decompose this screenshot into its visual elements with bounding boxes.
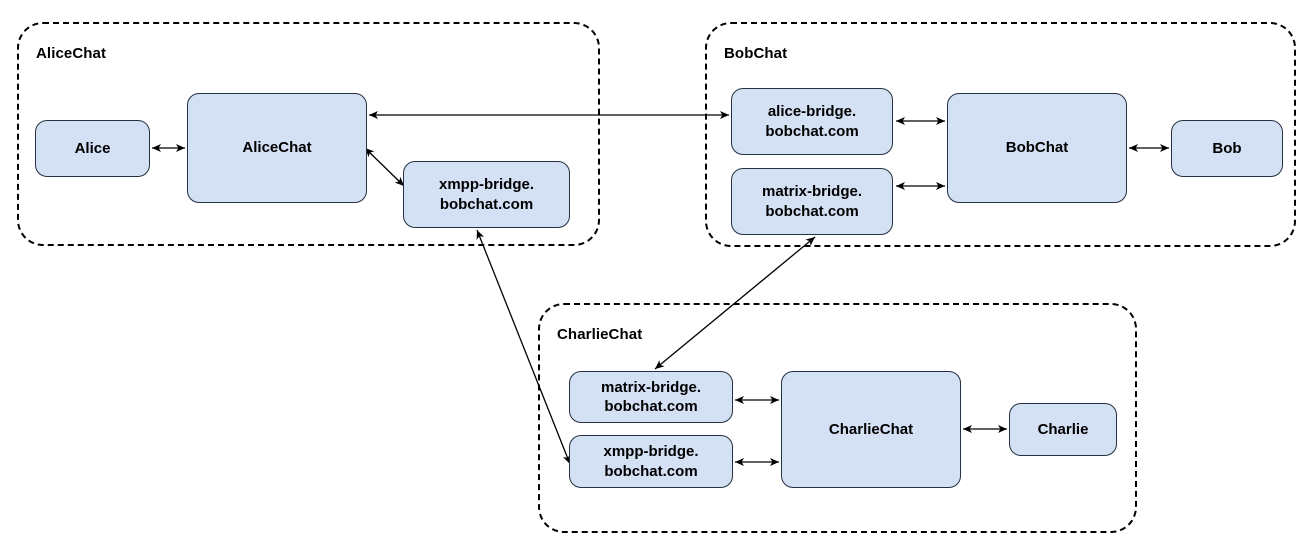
node-alice-label: Alice [74, 139, 111, 157]
edge-alice-xmpp-charlie-xmpp [476, 229, 571, 465]
node-charlie[interactable]: Charlie [1009, 403, 1117, 456]
node-bob-alice-bridge[interactable]: alice-bridge. bobchat.com [731, 88, 893, 155]
node-alicechat-server[interactable]: AliceChat [187, 93, 367, 203]
node-charliechat-server[interactable]: CharlieChat [781, 371, 961, 488]
node-bob-matrix-bridge-label: matrix-bridge. bobchat.com [761, 183, 863, 220]
node-charlie-label: Charlie [1037, 420, 1089, 438]
node-charlie-xmpp-bridge[interactable]: xmpp-bridge. bobchat.com [569, 435, 733, 488]
node-alicechat-server-label: AliceChat [242, 139, 312, 157]
node-bob-matrix-bridge[interactable]: matrix-bridge. bobchat.com [731, 168, 893, 235]
group-bobchat[interactable] [705, 22, 1296, 247]
group-label-bobchat: BobChat [724, 45, 788, 62]
group-label-charliechat: CharlieChat [557, 326, 643, 343]
node-alice-xmpp-bridge[interactable]: xmpp-bridge. bobchat.com [403, 161, 570, 228]
node-bobchat-server[interactable]: BobChat [947, 93, 1127, 203]
node-bob[interactable]: Bob [1171, 120, 1283, 177]
group-charliechat[interactable] [538, 303, 1137, 533]
node-alice-xmpp-bridge-label: xmpp-bridge. bobchat.com [438, 176, 534, 213]
node-charliechat-server-label: CharlieChat [828, 420, 914, 438]
node-charlie-xmpp-bridge-label: xmpp-bridge. bobchat.com [603, 443, 699, 480]
group-label-alicechat: AliceChat [36, 45, 107, 62]
node-charlie-matrix-bridge-label: matrix-bridge. bobchat.com [600, 378, 702, 416]
node-alice[interactable]: Alice [35, 120, 150, 177]
edge-alicechat-xmpp-bridge [364, 147, 405, 187]
node-charlie-matrix-bridge[interactable]: matrix-bridge. bobchat.com [569, 371, 733, 423]
node-bob-label: Bob [1212, 139, 1242, 157]
group-alicechat[interactable] [17, 22, 600, 246]
node-bob-alice-bridge-label: alice-bridge. bobchat.com [765, 103, 859, 140]
node-bobchat-server-label: BobChat [1005, 139, 1069, 157]
